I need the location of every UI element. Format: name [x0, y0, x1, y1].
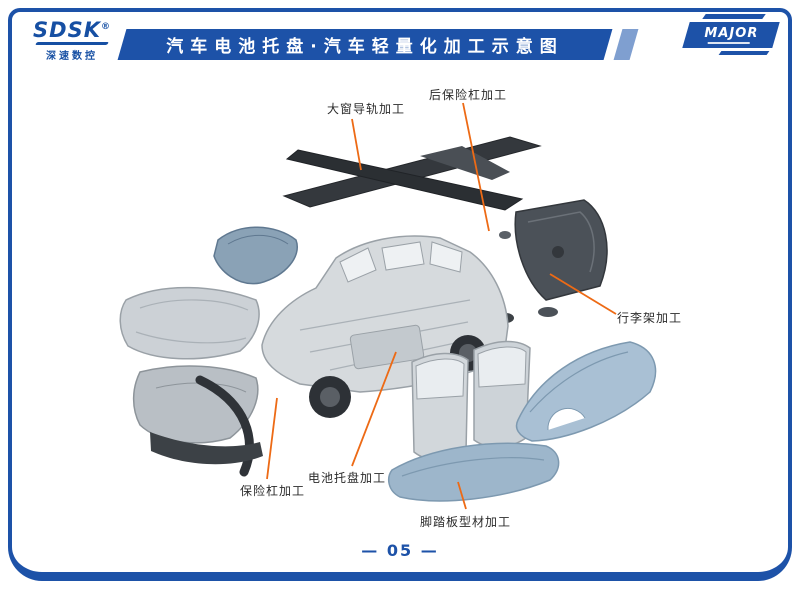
leader-line-rear-bumper	[462, 102, 490, 232]
leader-line-front-bumper	[266, 397, 278, 480]
rear-hatch-part	[514, 199, 608, 301]
registered-mark: ®	[100, 22, 111, 32]
callout-front-bumper: 保险杠加工	[240, 484, 306, 498]
sdsk-logo: SDSK® 深速数控	[26, 16, 118, 62]
front-bumper-part	[132, 365, 263, 477]
sdsk-logo-subtitle: 深速数控	[46, 51, 98, 62]
running-board-part	[387, 442, 560, 502]
callout-running-board: 脚踏板型材加工	[420, 515, 512, 529]
leader-line-window-rail	[351, 118, 362, 171]
cowl-panel-part	[213, 226, 298, 285]
page-number: — 05 —	[361, 541, 439, 560]
sdsk-logo-text: SDSK®	[33, 18, 111, 42]
title-banner: 汽车电池托盘·汽车轻量化加工示意图	[117, 29, 639, 60]
callout-rear-bumper: 后保险杠加工	[429, 88, 508, 102]
hood-part	[119, 286, 260, 360]
body-in-white-part	[261, 235, 509, 418]
callout-window-rail: 大窗导轨加工	[327, 102, 406, 116]
callout-battery-tray: 电池托盘加工	[308, 471, 387, 485]
leader-lines	[266, 102, 617, 510]
window-rail-part	[282, 136, 542, 211]
side-body-panel-part	[515, 341, 657, 442]
page-title: 汽车电池托盘·汽车轻量化加工示意图	[166, 37, 564, 57]
leader-line-running-board	[457, 481, 467, 510]
callout-roof-rack: 行李架加工	[617, 311, 683, 325]
leader-line-roof-rack	[549, 273, 617, 315]
leader-line-battery-tray	[351, 351, 397, 467]
